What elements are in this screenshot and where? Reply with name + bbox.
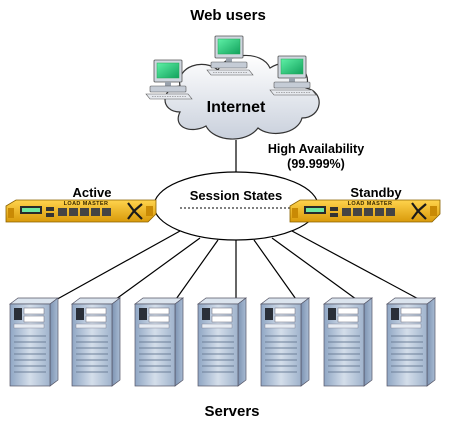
internet-label: Internet: [207, 99, 266, 116]
server-tower-icon: [134, 297, 184, 387]
web-users-title: Web users: [190, 7, 266, 24]
ha-label-line2: (99.999%): [287, 157, 345, 171]
server-tower-icon: [260, 297, 310, 387]
ha-label-line1: High Availability: [268, 142, 364, 156]
server-link: [173, 239, 219, 303]
server-tower-icon: [71, 297, 121, 387]
server-link: [271, 237, 361, 303]
server-link: [111, 237, 201, 303]
server-tower-icon: [197, 297, 247, 387]
server-tower-icon: [386, 297, 436, 387]
appliance-brand-standby: LOAD MASTER: [348, 201, 393, 207]
server-tower-icon: [323, 297, 373, 387]
appliance-brand-active: LOAD MASTER: [64, 201, 109, 207]
servers-label: Servers: [204, 403, 259, 420]
server-link: [253, 239, 299, 303]
standby-label: Standby: [350, 185, 402, 200]
server-link: [51, 230, 181, 303]
session-states-label: Session States: [190, 188, 283, 203]
active-label: Active: [72, 185, 111, 200]
server-link: [291, 230, 425, 303]
server-tower-icon: [9, 297, 59, 387]
server-links: [51, 230, 425, 303]
